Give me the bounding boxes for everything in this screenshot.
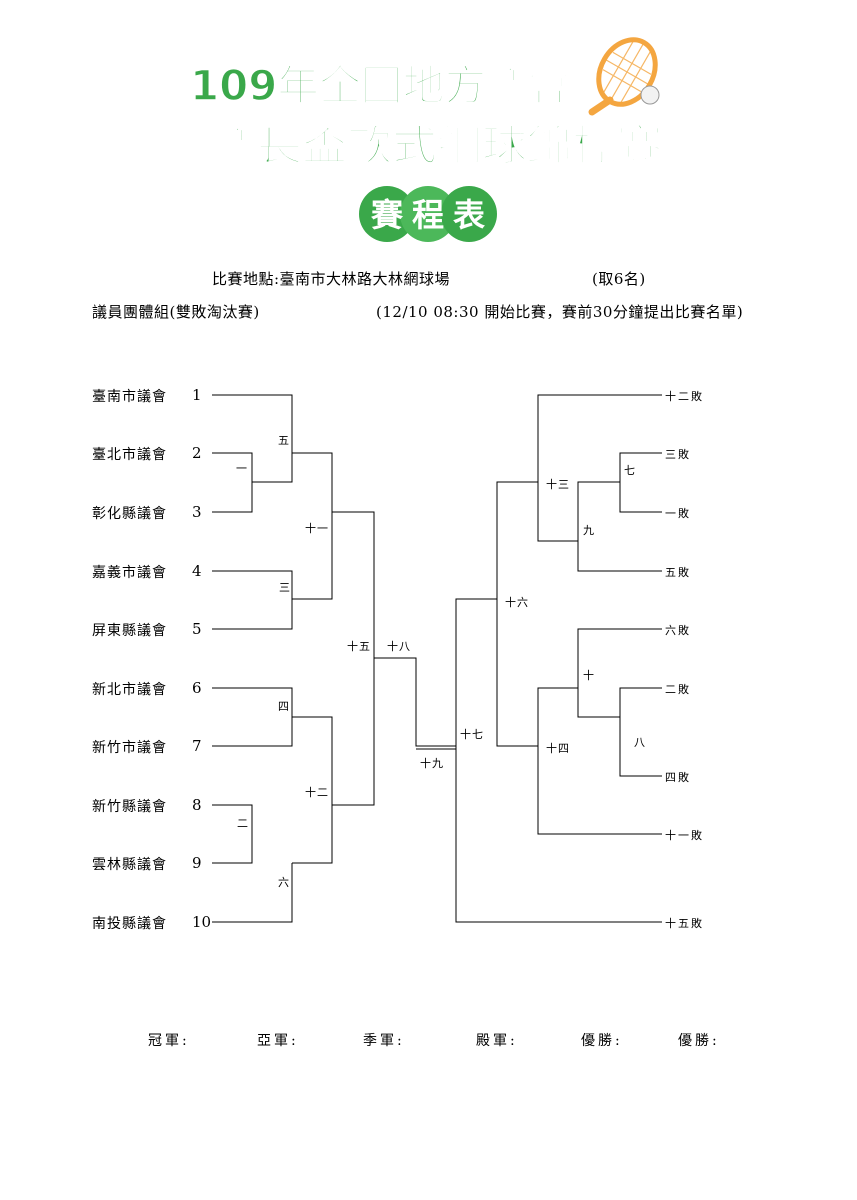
team-seed-4: 4 [192,562,202,580]
team-seed-9: 9 [192,854,202,872]
game-label-1: 一 [236,462,248,475]
team-seed-10: 10 [192,913,212,931]
game-label-9: 九 [583,524,595,537]
badge-char-3: 表 [453,196,485,234]
team-name-6: 新北市議會 [92,682,167,698]
loser-slot-5: 五敗 [665,566,691,579]
game-label-6: 六 [278,876,290,889]
team-name-10: 南投縣議會 [92,916,167,932]
game-label-8: 八 [634,736,646,749]
game-label-19: 十九 [420,757,444,770]
award-merit-1: 優勝: [581,1033,623,1049]
game-label-4: 四 [278,700,290,713]
team-seed-1: 1 [192,386,202,404]
team-name-1: 臺南市議會 [92,389,167,405]
game-label-18: 十八 [387,640,411,653]
title-line-1: 109年全國地方議會 [190,61,571,110]
game-label-11: 十一 [305,522,329,535]
badge-char-2: 程 [412,196,444,234]
team-seed-3: 3 [192,503,202,521]
loser-slot-12: 十二敗 [665,390,704,403]
award-merit-2: 優勝: [678,1033,720,1049]
team-name-4: 嘉義市議會 [92,565,167,581]
game-label-7: 七 [624,464,636,477]
team-seed-6: 6 [192,679,202,697]
team-seed-5: 5 [192,620,202,638]
award-runner-up: 亞軍: [257,1033,299,1049]
team-name-2: 臺北市議會 [92,447,167,463]
game-label-16: 十六 [505,596,529,609]
title-line-2: 議長盃軟式網球錦標賽 [212,121,662,170]
game-label-13: 十三 [546,478,570,491]
loser-slot-2: 二敗 [665,683,691,696]
team-seed-8: 8 [192,796,202,814]
team-name-7: 新竹市議會 [92,740,167,756]
quota-text: (取6名) [592,270,646,288]
game-label-5: 五 [278,434,290,447]
loser-slot-1: 一敗 [665,507,691,520]
loser-slot-4: 四敗 [665,771,691,784]
badge-char-1: 賽 [371,196,404,234]
team-name-3: 彰化縣議會 [92,506,167,522]
title-banner: 109年全國地方議會 議長盃軟式網球錦標賽 賽 程 表 [189,37,663,242]
loser-slot-6: 六敗 [665,624,691,637]
game-label-10: 十 [583,669,595,682]
loser-slot-15: 十五敗 [665,917,704,930]
venue-text: 比賽地點:臺南市大林路大林網球場 [212,270,451,288]
team-name-8: 新竹縣議會 [92,799,167,815]
game-label-2: 二 [237,817,249,830]
game-label-12: 十二 [305,786,329,799]
game-label-15: 十五 [347,640,371,653]
schedule-badge: 賽 程 表 [359,186,497,242]
team-seed-2: 2 [192,444,202,462]
game-label-3: 三 [279,581,291,594]
team-name-5: 屏東縣議會 [92,623,167,639]
team-name-9: 雲林縣議會 [92,857,167,873]
loser-slot-11: 十一敗 [665,829,704,842]
loser-slot-3: 三敗 [665,448,691,461]
team-seed-7: 7 [192,737,202,755]
award-third: 季軍: [363,1033,405,1049]
game-label-17: 十七 [460,728,484,741]
schedule-text: (12/10 08:30 開始比賽，賽前30分鐘提出比賽名單) [376,303,744,321]
group-text: 議員團體組(雙敗淘汰賽) [92,303,260,321]
award-champion: 冠軍: [148,1033,190,1049]
award-fourth: 殿軍: [476,1033,518,1049]
tennis-racket-icon [588,37,660,116]
game-label-14: 十四 [546,742,570,755]
